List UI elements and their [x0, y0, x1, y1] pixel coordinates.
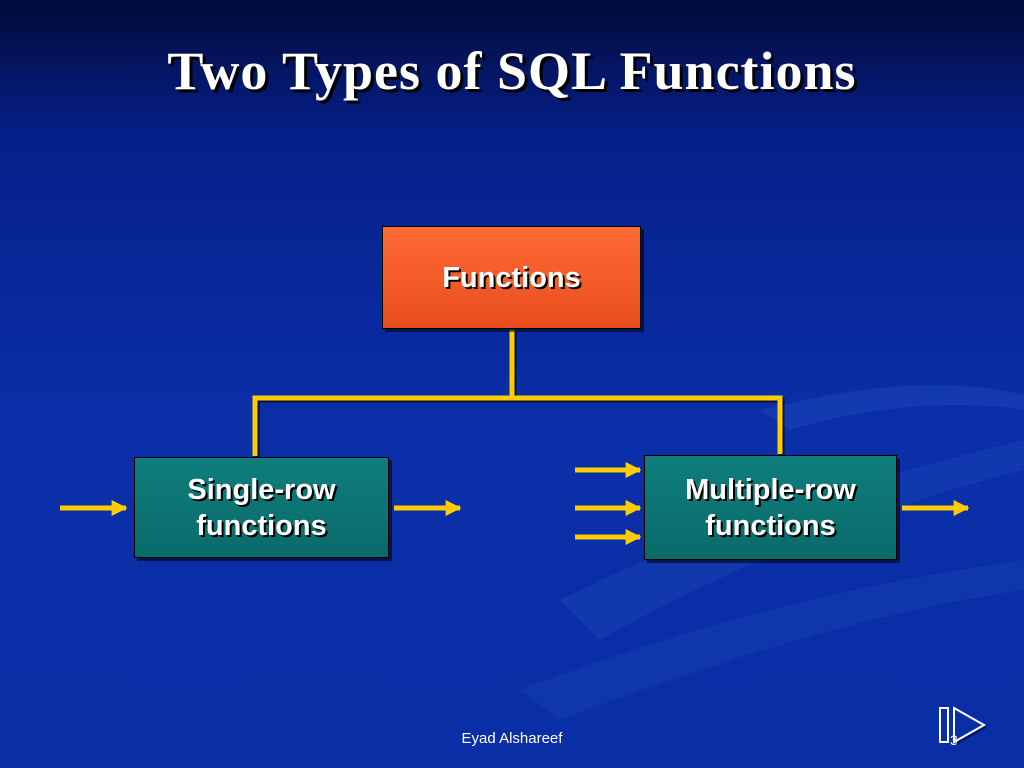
single-row-label-line2: functions	[196, 509, 327, 542]
functions-box: Functions	[382, 226, 641, 329]
multiple-row-label-line2: functions	[705, 509, 836, 542]
multiple-row-functions-box: Multiple-row functions	[644, 455, 897, 560]
functions-label: Functions	[442, 261, 581, 294]
page-title: Two Types of SQL Functions	[167, 41, 857, 101]
footer-author: Eyad Alshareef	[461, 730, 563, 747]
tree-connector	[252, 330, 783, 456]
single-row-functions-box: Single-row functions	[134, 457, 389, 558]
single-row-label-line1: Single-row	[187, 473, 336, 506]
multiple-row-label-line1: Multiple-row	[685, 473, 856, 506]
play-forward-icon[interactable]	[934, 704, 990, 746]
